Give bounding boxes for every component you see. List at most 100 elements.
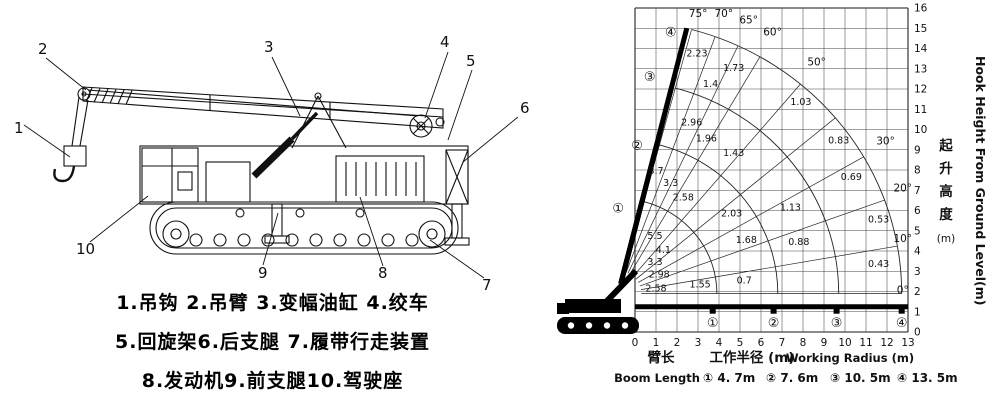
y-axis-label-cn: 起 (938, 137, 953, 154)
capacity-label: 2.98 (649, 269, 670, 280)
callout-leader-lines (23, 51, 519, 279)
ground-pad (770, 308, 777, 314)
capacity-label: 2.96 (681, 117, 702, 128)
boom-marker-left: ④ (665, 25, 677, 40)
parts-legend-line-2: 5.回旋架6.后支腿 7.履带行走装置 (115, 331, 430, 353)
x-tick-label: 9 (821, 337, 828, 349)
x-tick-label: 6 (758, 337, 765, 349)
superstructure-deck (139, 145, 469, 205)
y-tick-label: 0 (914, 327, 921, 339)
boom-angle-line (632, 83, 801, 277)
capacity-label: 2.58 (673, 192, 694, 203)
capacity-label: 2.58 (645, 284, 666, 295)
rear-outrigger (444, 203, 470, 246)
boom (82, 86, 445, 129)
boom-tip-arc (659, 144, 779, 294)
angle-label: 60° (763, 27, 782, 39)
x-tick-label: 8 (800, 337, 807, 349)
boom-length-legend-item: ① 4. 7m (703, 371, 755, 385)
boom-angle-line (627, 45, 739, 274)
capacity-label: 1.73 (723, 63, 744, 74)
x-tick-label: 11 (859, 337, 872, 349)
boom-marker-left: ① (612, 201, 624, 216)
y-tick-label: 12 (914, 84, 927, 96)
operator-cab (141, 147, 199, 203)
boom-marker-bottom: ③ (831, 316, 843, 331)
callout-7: 7 (482, 276, 492, 294)
capacity-label: 0.83 (828, 136, 849, 147)
parts-legend-line-1: 1.吊钩 2.吊臂 3.变幅油缸 4.绞车 (116, 292, 429, 314)
boom-length-legend-item: ② 7. 6m (766, 371, 818, 385)
boom-angle-line (639, 199, 885, 287)
boom-length-label-en: Boom Length (614, 371, 700, 385)
front-outrigger (264, 203, 290, 244)
boom-tip-arc (643, 201, 718, 294)
x-tick-label: 13 (901, 337, 914, 349)
capacity-label: 3.3 (663, 178, 678, 189)
boom-angle-line (638, 156, 864, 283)
boom-marker-bottom: ④ (896, 316, 908, 331)
x-tick-label: 1 (653, 337, 660, 349)
x-tick-label: 3 (695, 337, 702, 349)
callout-numbers: 1 2 3 4 5 6 7 8 9 10 (14, 33, 530, 294)
capacity-label: 2.03 (721, 209, 742, 220)
angle-label: 65° (739, 15, 758, 27)
angle-label: 75° (689, 8, 708, 20)
capacity-label: 0.88 (788, 237, 809, 248)
capacity-label: 1.55 (690, 279, 711, 290)
crane-silhouette-cab (557, 303, 569, 314)
y-tick-label: 11 (914, 104, 927, 116)
y-axis-label-cn: 高 (939, 183, 953, 200)
boom-angle-line (635, 117, 836, 280)
capacity-label: 0.7 (737, 275, 752, 286)
callout-3: 3 (264, 38, 274, 56)
y-tick-label: 2 (914, 286, 921, 298)
callout-1: 1 (14, 119, 24, 137)
engine-compartment (335, 155, 425, 203)
callout-8: 8 (378, 264, 388, 282)
capacity-label: 3.3 (647, 257, 662, 268)
parts-legend: 1.吊钩 2.吊臂 3.变幅油缸 4.绞车 5.回旋架6.后支腿 7.履带行走装… (0, 284, 545, 401)
parts-legend-line-3: 8.发动机9.前支腿10.驾驶座 (141, 370, 404, 392)
capacity-label: 0.43 (868, 259, 889, 270)
capacity-label: 2.23 (686, 49, 707, 60)
crane-diagram-panel: 1 2 3 4 5 6 7 8 9 10 1.吊钩 2.吊臂 3.变幅油缸 4.… (0, 33, 545, 401)
y-axis-label-cn: 度 (939, 206, 953, 223)
crane-silhouette-wheel (621, 322, 629, 329)
x-tick-label: 4 (716, 337, 723, 349)
y-axis-label-cn: 升 (939, 160, 953, 177)
y-tick-label: 1 (914, 306, 921, 318)
y-tick-label: 7 (914, 185, 921, 197)
ground-pad (709, 308, 716, 314)
y-tick-label: 5 (914, 225, 921, 237)
callout-9: 9 (258, 264, 268, 282)
boom-length-label-cn: 臂长 (648, 349, 676, 366)
angle-label: 0° (897, 285, 909, 297)
boom-angle-line (629, 56, 761, 275)
ground-pad (898, 308, 905, 314)
y-tick-label: 14 (914, 43, 928, 55)
angle-label: 70° (714, 8, 733, 20)
boom-marker-left: ② (631, 139, 643, 154)
y-tick-label: 16 (914, 3, 928, 15)
boom-tip-arc (691, 29, 903, 294)
crane-silhouette-track (557, 317, 639, 334)
crane-line-drawing: 1 2 3 4 5 6 7 8 9 10 (14, 33, 530, 294)
x-tick-label: 10 (838, 337, 851, 349)
gantry-and-luffing-cylinder (251, 92, 347, 179)
callout-5: 5 (466, 52, 476, 70)
x-tick-label: 7 (779, 337, 786, 349)
boom-line (618, 27, 690, 285)
x-tick-label: 2 (674, 337, 681, 349)
boom-marker-bottom: ② (768, 316, 780, 331)
angle-label: 10° (893, 233, 912, 245)
capacity-label: 4.1 (656, 245, 671, 256)
ground-pad (833, 308, 840, 314)
callout-10: 10 (76, 240, 95, 258)
y-tick-label: 6 (914, 205, 921, 217)
x-tick-label: 0 (632, 337, 639, 349)
y-axis-label-cn-unit: (m) (937, 233, 955, 245)
